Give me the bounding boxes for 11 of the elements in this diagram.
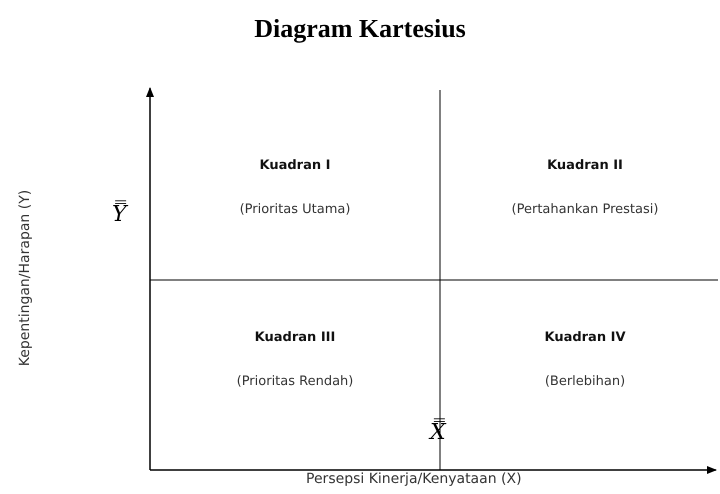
diagram-title: Diagram Kartesius xyxy=(253,14,467,44)
quadrant-description: (Pertahankan Prestasi) xyxy=(510,201,660,219)
quadrant-heading: Kuadran I xyxy=(260,158,330,173)
quadrant-description: (Berlebihan) xyxy=(544,373,626,391)
quadrant-description: (Prioritas Rendah) xyxy=(236,373,354,391)
quadrant-heading: Kuadran III xyxy=(254,330,336,345)
quadrant-heading: Kuadran II xyxy=(547,158,623,173)
quadrant-heading: Kuadran IV xyxy=(544,330,626,345)
quadrant-description: (Prioritas Utama) xyxy=(238,201,352,219)
axis-title: Kepentingan/Harapan (Y) xyxy=(17,188,33,368)
mean-symbol: Y̿ xyxy=(112,202,127,227)
